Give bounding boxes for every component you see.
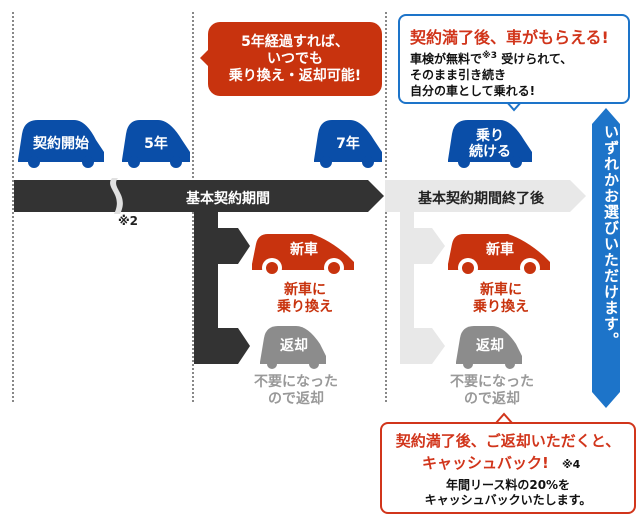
car-icon-new-left	[252, 234, 354, 278]
callout-end-note: ※3	[482, 51, 498, 61]
callout-5year-tail	[200, 50, 208, 66]
bar-break-mark	[110, 178, 123, 214]
callout-cashback-title-2: キャッシュバック!	[422, 454, 549, 472]
callout-5year: 5年経過すれば、 いつでも 乗り換え・返却可能!	[208, 22, 382, 96]
after-period-bar	[385, 180, 586, 212]
return-label-left: 返却	[280, 338, 308, 354]
footnote-2: ※2	[118, 214, 139, 228]
callout-cashback: 契約満了後、ご返却いただくと、 キャッシュバック! ※4 年間リース料の20%を…	[380, 422, 636, 514]
callout-cashback-title-2-row: キャッシュバック! ※4	[422, 452, 580, 473]
callout-5year-line1: 5年経過すれば、	[241, 33, 349, 50]
callout-cashback-line2: キャッシュバックいたします。	[424, 493, 592, 507]
car-label-5year: 5年	[144, 136, 168, 152]
return-text-right-1: 不要になった	[450, 374, 534, 390]
return-text-left-1: 不要になった	[254, 374, 338, 390]
car-icon-return-right	[456, 326, 522, 369]
callout-cashback-line1: 年間リース料の20%を	[445, 478, 571, 492]
guide-line-start	[12, 12, 14, 402]
callout-5year-line3: 乗り換え・返却可能!	[228, 67, 362, 84]
new-car-text-left-2: 乗り換え	[277, 299, 333, 315]
car-icon-start	[18, 120, 104, 168]
callout-end-body: 車検が無料で※3 受けられて、 そのまま引き続き 自分の車として乗れる!	[410, 48, 572, 99]
callout-5year-line2: いつでも	[267, 50, 323, 67]
car-icon-keep	[448, 120, 532, 168]
new-car-label-right: 新車	[486, 242, 514, 258]
callout-end: 契約満了後、車がもらえる! 車検が無料で※3 受けられて、 そのまま引き続き 自…	[398, 14, 630, 104]
new-car-text-left: 新車に 乗り換え	[250, 282, 360, 316]
after-period-label: 基本契約期間終了後	[418, 191, 544, 207]
contract-branch-arrow-return	[194, 328, 250, 364]
new-car-text-right-2: 乗り換え	[473, 299, 529, 315]
car-icon-5year	[122, 120, 190, 168]
car-label-keep-line2: 続ける	[469, 144, 511, 160]
new-car-text-right-1: 新車に	[480, 282, 522, 298]
new-car-text-left-1: 新車に	[284, 282, 326, 298]
callout-end-line3: 自分の車として乗れる!	[410, 84, 536, 98]
contract-branch-arrow-new	[194, 228, 250, 264]
callout-end-line2: そのまま引き続き	[410, 68, 507, 82]
car-label-7year: 7年	[336, 136, 360, 152]
car-label-keep-line1: 乗り	[476, 128, 504, 144]
car-label-keep: 乗り続ける	[468, 128, 512, 160]
callout-end-line1a: 車検が無料で	[410, 52, 483, 66]
return-text-left-2: ので返却	[268, 391, 324, 407]
callout-end-title: 契約満了後、車がもらえる!	[410, 28, 609, 47]
callout-end-line1b: 受けられて、	[497, 52, 573, 66]
vertical-banner-text: いずれかお選びいただけます。	[602, 124, 620, 348]
new-car-text-right: 新車に 乗り換え	[446, 282, 556, 316]
return-text-left: 不要になった ので返却	[240, 374, 352, 408]
car-label-start: 契約開始	[33, 136, 89, 152]
callout-cashback-title-1: 契約満了後、ご返却いただくと、	[395, 432, 621, 450]
car-icon-new-right	[448, 234, 550, 278]
return-label-right: 返却	[476, 338, 504, 354]
after-branch-arrow-return	[400, 328, 445, 364]
after-branch-arrow-new	[400, 228, 445, 264]
new-car-label-left: 新車	[290, 242, 318, 258]
car-icon-7year	[314, 120, 382, 168]
car-icon-return-left	[260, 326, 326, 369]
contract-period-bar	[14, 180, 384, 212]
contract-period-label: 基本契約期間	[186, 191, 270, 207]
return-text-right: 不要になった ので返却	[436, 374, 548, 408]
return-text-right-2: ので返却	[464, 391, 520, 407]
callout-cashback-note: ※4	[561, 458, 581, 471]
vertical-banner-shape	[592, 108, 620, 408]
